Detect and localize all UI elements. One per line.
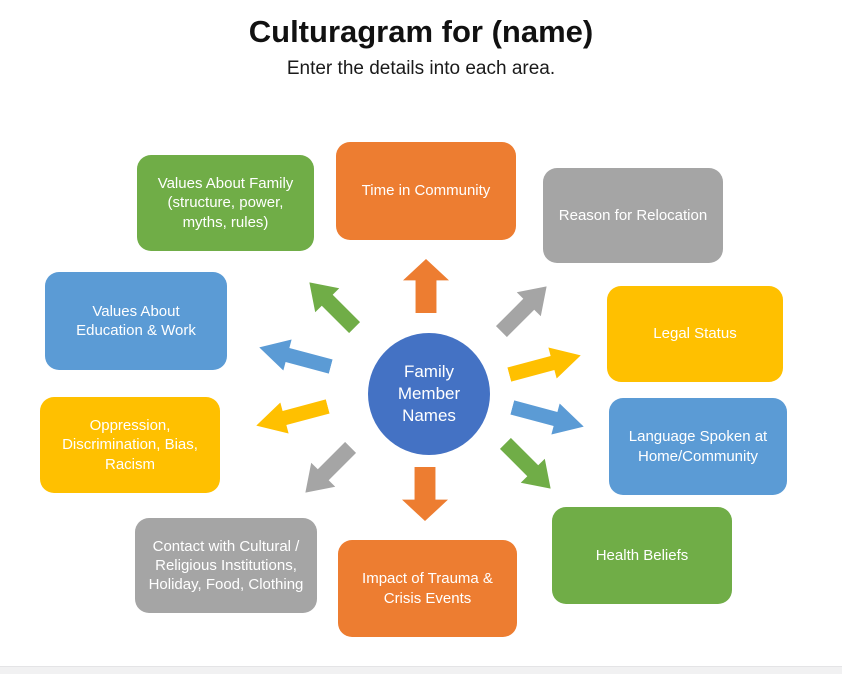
box-label: Language Spoken at Home/Community [628,428,768,465]
box-label: Values About Family (structure, power, m… [157,175,294,231]
box-label: Values About Education & Work [76,302,196,339]
down-arrow-icon [402,467,448,521]
right-up-arrow-icon [505,340,585,390]
box-label: Oppression, Discrimination, Bias, Racism [62,417,198,473]
box-time-in-community[interactable]: Time in Community [336,142,516,240]
right-down-arrow-icon [508,392,588,442]
left-down-arrow-icon [252,391,332,441]
box-oppression[interactable]: Oppression, Discrimination, Bias, Racism [40,397,220,493]
box-values-about-education[interactable]: Values About Education & Work [45,272,227,370]
center-circle-label: Family Member Names [397,361,461,426]
box-language-spoken[interactable]: Language Spoken at Home/Community [609,398,787,495]
page-title: Culturagram for (name) [248,14,594,49]
up-left-arrow-icon [297,270,366,339]
footer-bar [0,666,842,674]
box-label: Impact of Trauma & Crisis Events [362,570,493,607]
up-arrow-icon [403,259,449,313]
box-legal-status[interactable]: Legal Status [607,286,783,382]
page-subtitle: Enter the details into each area. [286,58,556,79]
box-values-about-family[interactable]: Values About Family (structure, power, m… [137,155,314,251]
box-reason-for-relocation[interactable]: Reason for Relocation [543,168,723,263]
up-right-arrow-icon [489,274,558,343]
down-right-arrow-icon [493,431,562,500]
family-member-names-circle[interactable]: Family Member Names [368,333,490,455]
box-contact-with-cultural[interactable]: Contact with Cultural / Religious Instit… [135,518,317,613]
down-left-arrow-icon [293,435,362,504]
box-label: Time in Community [361,182,491,200]
box-label: Legal Status [653,325,737,343]
box-impact-of-trauma[interactable]: Impact of Trauma & Crisis Events [338,540,517,637]
box-label: Health Beliefs [595,546,689,564]
box-label: Reason for Relocation [558,206,708,224]
box-label: Contact with Cultural / Religious Instit… [148,537,304,594]
box-health-beliefs[interactable]: Health Beliefs [552,507,732,604]
left-up-arrow-icon [255,332,335,382]
